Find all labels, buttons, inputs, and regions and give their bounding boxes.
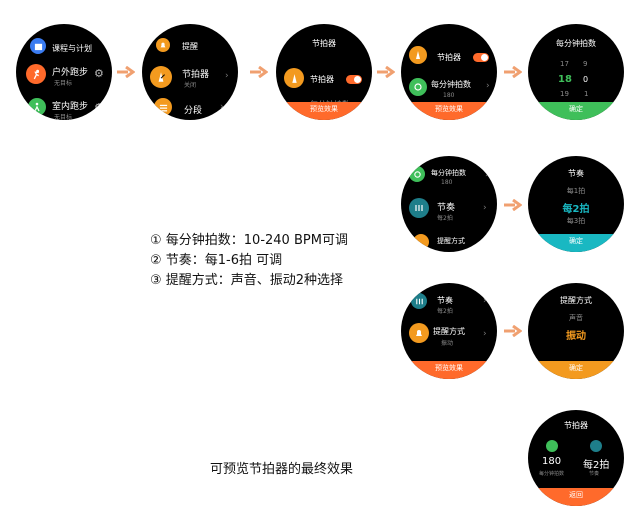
chevron-right-icon: › <box>483 329 487 339</box>
chevron-right-icon: › <box>483 203 487 213</box>
list-item-label[interactable]: 节拍器 <box>182 70 210 80</box>
watch-screen-metronome-on: 节拍器 每分钟拍数 180 › 预览效果 <box>401 24 497 120</box>
arrow-right-icon <box>117 66 135 78</box>
metronome-icon <box>409 46 427 64</box>
screen-title: 节拍器 <box>312 39 336 48</box>
rhythm-icon <box>590 440 602 452</box>
list-item-value: 180 <box>443 92 455 99</box>
list-item-sub: 无目标 <box>54 114 73 120</box>
list-item-label[interactable]: 每分钟拍数 <box>431 80 471 89</box>
list-item-sub: 无目标 <box>54 80 73 87</box>
watch-screen-metronome-off: 节拍器 节拍器 每分钟拍数 预览效果 <box>276 24 372 120</box>
caption-text: 可预览节拍器的最终效果 <box>210 462 354 477</box>
bell-icon <box>413 234 429 250</box>
watch-screen-rhythm-picker: 节奏 每1拍 每2拍 每3拍 确定 <box>528 156 624 252</box>
rhythm-icon <box>409 198 429 218</box>
summary-bpm-label: 每分钟拍数 <box>539 471 565 477</box>
picker-value[interactable]: 声音 <box>569 314 583 322</box>
confirm-button[interactable]: 确定 <box>528 102 624 120</box>
screen-title: 节拍器 <box>564 421 588 430</box>
picker-selected-value[interactable]: 0 <box>583 75 589 84</box>
watch-screen-settings: 提醒 节拍器 关闭 › 分段 › <box>142 24 238 120</box>
arrow-right-icon <box>504 325 522 337</box>
bell-icon <box>156 38 170 52</box>
list-item-sub: 关闭 <box>184 82 197 89</box>
treadmill-icon <box>28 98 46 116</box>
list-item-label[interactable]: 分段 <box>184 106 203 116</box>
arrow-right-icon <box>377 66 395 78</box>
picker-value[interactable]: 9 <box>583 60 588 68</box>
list-item-label[interactable]: 节拍器 <box>437 53 461 62</box>
watch-screen-alert-picker: 提醒方式 声音 振动 确定 <box>528 283 624 379</box>
gear-icon[interactable]: ⚙ <box>94 101 104 114</box>
list-item-label[interactable]: 课程与计划 <box>52 44 92 53</box>
bell-icon <box>409 323 429 343</box>
preview-button[interactable]: 预览效果 <box>276 102 372 120</box>
metronome-icon <box>284 68 304 88</box>
preview-button[interactable]: 预览效果 <box>401 102 497 120</box>
picker-value[interactable]: 17 <box>560 60 569 68</box>
screen-title: 提醒方式 <box>560 296 592 305</box>
confirm-button[interactable]: 确定 <box>528 234 624 252</box>
list-item-label[interactable]: 提醒方式 <box>433 327 465 336</box>
feature-note: ① 每分钟拍数：10-240 BPM可调 <box>150 233 348 248</box>
rhythm-icon <box>411 293 427 309</box>
feature-note: ② 节奏：每1-6拍 可调 <box>150 253 283 268</box>
list-item-label[interactable]: 节拍器 <box>310 75 334 84</box>
picker-value[interactable]: 19 <box>560 90 569 98</box>
list-item-value: 180 <box>441 179 453 186</box>
picker-value[interactable]: 1 <box>584 90 589 98</box>
arrow-right-icon <box>504 66 522 78</box>
gear-icon[interactable]: ⚙ <box>94 67 104 80</box>
picker-selected-value[interactable]: 18 <box>558 74 572 85</box>
list-item-label[interactable]: 提醒 <box>182 42 198 51</box>
list-item-label[interactable]: 提醒方式 <box>437 237 465 245</box>
picker-selected-value[interactable]: 振动 <box>566 331 586 342</box>
runner-icon <box>26 64 46 84</box>
arrow-right-icon <box>250 66 268 78</box>
watch-screen-workout-list: 课程与计划 户外跑步 无目标 ⚙ 室内跑步 无目标 ⚙ <box>16 24 112 120</box>
summary-rhythm-value: 每2拍 <box>583 460 610 471</box>
segment-icon <box>154 98 172 116</box>
chevron-right-icon: › <box>220 102 224 112</box>
chevron-right-icon: › <box>483 296 487 306</box>
preview-button[interactable]: 预览效果 <box>401 361 497 379</box>
arrow-right-icon <box>504 199 522 211</box>
list-item-label[interactable]: 户外跑步 <box>52 68 89 78</box>
metronome-toggle[interactable] <box>346 75 362 84</box>
bpm-icon <box>409 166 425 182</box>
picker-value[interactable]: 每3拍 <box>566 217 586 225</box>
list-item-label[interactable]: 节奏 <box>437 296 453 305</box>
watch-screen-rhythm-alert: 节奏 每2拍 › 提醒方式 振动 › 预览效果 <box>401 283 497 379</box>
watch-screen-metronome-settings: 每分钟拍数 180 › 节奏 每2拍 › 提醒方式 <box>401 156 497 252</box>
picker-value[interactable]: 每1拍 <box>566 187 586 195</box>
screen-title: 每分钟拍数 <box>556 39 596 48</box>
chevron-right-icon: › <box>225 71 229 81</box>
metronome-toggle[interactable] <box>473 53 489 62</box>
list-item-value: 每2拍 <box>437 215 453 222</box>
summary-rhythm-label: 节奏 <box>589 471 600 477</box>
watch-screen-metronome-summary: 节拍器 180 每2拍 每分钟拍数 节奏 返回 <box>528 410 624 506</box>
feature-note: ③ 提醒方式：声音、振动2种选择 <box>150 273 344 288</box>
calendar-icon <box>30 38 46 54</box>
watch-screen-bpm-picker: 每分钟拍数 17 9 18 0 19 1 确定 <box>528 24 624 120</box>
bpm-icon <box>409 78 427 96</box>
list-item-label[interactable]: 室内跑步 <box>52 102 89 112</box>
list-item-value: 振动 <box>441 340 454 347</box>
chevron-right-icon: › <box>486 81 490 91</box>
back-button[interactable]: 返回 <box>528 488 624 506</box>
list-item-value: 每2拍 <box>437 308 453 315</box>
screen-title: 节奏 <box>568 169 584 178</box>
list-item-label[interactable]: 每分钟拍数 <box>431 169 466 177</box>
list-item-label[interactable]: 节奏 <box>437 203 456 213</box>
confirm-button[interactable]: 确定 <box>528 361 624 379</box>
summary-bpm-value: 180 <box>542 456 562 467</box>
metronome-icon <box>150 66 172 88</box>
chevron-right-icon: › <box>485 170 489 180</box>
bpm-icon <box>546 440 558 452</box>
picker-selected-value[interactable]: 每2拍 <box>562 204 590 215</box>
